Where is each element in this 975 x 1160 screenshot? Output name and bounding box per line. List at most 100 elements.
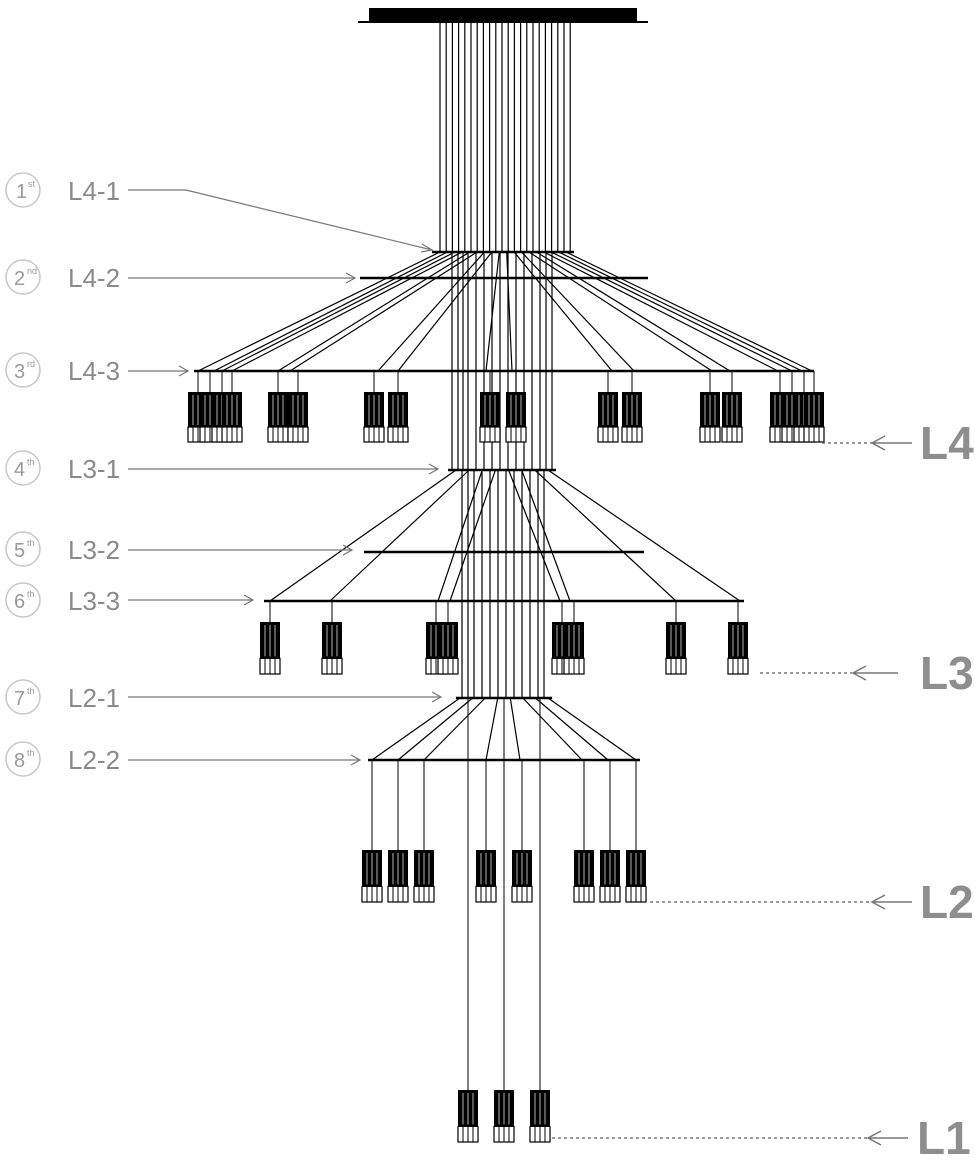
pendant-lamp [267, 392, 289, 443]
pendant-lamp [387, 392, 409, 443]
pendant-lamp [597, 392, 619, 443]
pendant-lamp [387, 850, 409, 903]
fan-wire [535, 697, 609, 761]
pendant-lamp [493, 1090, 515, 1143]
pendant-lamp [221, 392, 243, 443]
pendant-lamp [479, 392, 501, 443]
tier-callout-5: 5 th L3-2 [5, 531, 354, 567]
level-marker-l1: L1 [552, 1112, 971, 1160]
fan-wires [197, 251, 813, 761]
fan-wire [509, 697, 521, 761]
arrow-left-icon [870, 894, 912, 910]
ordinal-circle [5, 531, 41, 567]
fan-wire [231, 251, 463, 372]
fan-wire [277, 251, 470, 372]
tier-ordinal: 4 [14, 459, 25, 481]
tier-callout-4: 4 th L3-1 [5, 450, 440, 486]
pendant-lamp [363, 392, 385, 443]
ordinal-circle [5, 259, 41, 295]
tier-label: L2-2 [68, 745, 120, 775]
pendant-lamp [803, 392, 825, 443]
ordinal-circle [5, 679, 41, 715]
ordinal-circle [5, 352, 41, 388]
pendant-lamp [563, 622, 585, 675]
fan-wire [449, 469, 496, 602]
pendant-lamp [625, 850, 647, 903]
fan-wire [543, 251, 779, 372]
fan-wire [289, 251, 478, 372]
fan-wire [197, 251, 441, 372]
tier-ordinal: 6 [14, 591, 25, 613]
fan-wire [329, 469, 470, 602]
level-marker-l3: L3 [760, 647, 974, 699]
fan-wire [547, 697, 637, 761]
pendant-lamp [321, 622, 343, 675]
tier-ordinal: 2 [14, 268, 25, 290]
tier-ordinal-suffix: th [27, 589, 35, 599]
level-label: L2 [920, 876, 974, 928]
arrow-icon [431, 691, 443, 703]
pendant-lamp [259, 622, 281, 675]
arrow-icon [345, 272, 357, 284]
ceiling-canopy [358, 8, 648, 23]
pendant-lamps [187, 371, 825, 1143]
fan-wire [213, 251, 448, 372]
tier-callout-1: 1 st L4-1 [5, 172, 434, 253]
fan-wire [550, 251, 793, 372]
level-marker-l4: L4 [822, 417, 974, 469]
tier-ordinal-suffix: th [27, 686, 35, 696]
fan-wire [521, 469, 571, 602]
tier-ordinal-suffix: th [27, 748, 35, 758]
arrow-icon [342, 544, 354, 556]
pendant-lamp [727, 622, 749, 675]
tier-callouts: 1 st L4-1 2 nd L4-2 3 rd L4-3 4 [5, 172, 443, 777]
tier-ordinal-suffix: nd [27, 266, 37, 276]
tier-ordinal: 7 [14, 688, 25, 710]
tier-ordinal-suffix: st [28, 179, 36, 189]
fan-wire [558, 251, 803, 372]
arrow-icon [178, 365, 190, 377]
fan-wire [485, 251, 500, 372]
pendant-lamp [505, 392, 527, 443]
tier-ordinal: 5 [14, 540, 25, 562]
fan-wire [536, 251, 731, 372]
ordinal-circle [5, 172, 41, 208]
pointer-line [128, 189, 433, 251]
tier-ordinal-suffix: th [27, 457, 35, 467]
fan-wire [521, 251, 635, 372]
tier-label: L4-2 [68, 263, 120, 293]
tier-ordinal: 8 [14, 750, 25, 772]
ordinal-circle [5, 741, 41, 777]
tier-callout-2: 2 nd L4-2 [5, 259, 357, 295]
fan-wire [437, 469, 483, 602]
fan-wire [506, 251, 513, 372]
arrow-left-icon [870, 435, 912, 451]
level-label: L1 [917, 1112, 971, 1160]
pendant-lamp [621, 392, 643, 443]
pendant-lamp [361, 850, 383, 903]
pendant-lamp [287, 392, 309, 443]
fan-wire [485, 697, 499, 761]
pendant-lamp [665, 622, 687, 675]
fan-wire [513, 251, 613, 372]
fan-wire [371, 697, 461, 761]
fan-wire [423, 697, 486, 761]
tier-label: L4-1 [68, 176, 120, 206]
pendant-lamp [573, 850, 595, 903]
fan-wire [565, 251, 813, 372]
pendant-lamp [511, 850, 533, 903]
pendant-lamp [437, 622, 459, 675]
fan-wire [534, 469, 677, 602]
pendant-lamp [721, 392, 743, 443]
pendant-lamp [413, 850, 435, 903]
fan-wire [528, 251, 713, 372]
tier-ordinal-suffix: th [27, 538, 35, 548]
fan-wire [269, 469, 457, 602]
pendant-lamp [475, 850, 497, 903]
tier-label: L3-1 [68, 454, 120, 484]
tier-callout-7: 7 th L2-1 [5, 679, 443, 715]
tier-ordinal: 1 [16, 181, 27, 203]
arrow-left-icon [866, 1130, 908, 1146]
level-markers: L4 L3 L2 L1 [552, 417, 974, 1160]
